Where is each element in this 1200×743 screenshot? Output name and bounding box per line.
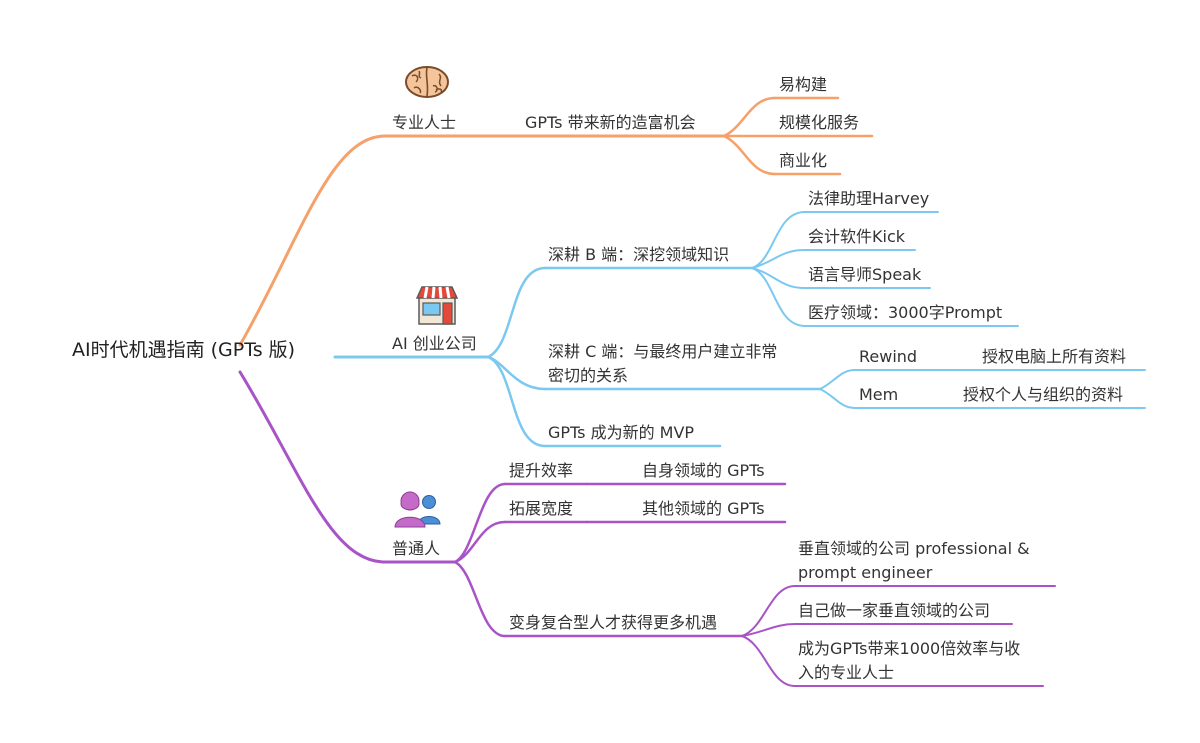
topic-own-company[interactable]: 自己做一家垂直领域的公司 [798,601,991,620]
topic-c-side-line1[interactable]: 深耕 C 端：与最终用户建立非常 [548,342,778,361]
topic-c-side-line2[interactable]: 密切的关系 [548,366,629,385]
topic-breadth-detail[interactable]: 其他领域的 GPTs [642,499,765,518]
topic-medical-prompt[interactable]: 医疗领域：3000字Prompt [808,303,1003,322]
topic-harvey[interactable]: 法律助理Harvey [808,189,930,208]
connector-to-yigoujian [722,96,777,138]
connector-to-speak [751,267,806,289]
connector-to-mvp [486,355,547,448]
connector-root-to-people [238,370,387,564]
topic-kick[interactable]: 会计软件Kick [808,227,906,246]
connector-to-opt2 [741,623,796,637]
storefront-icon [415,286,459,325]
topic-compound-talent[interactable]: 变身复合型人才获得更多机遇 [509,613,718,632]
topic-rewind[interactable]: Rewind [859,347,918,366]
topic-scale-service[interactable]: 规模化服务 [779,113,860,132]
branch-people-lines [238,370,1056,687]
branch-professionals-lines [238,96,874,347]
topic-mvp[interactable]: GPTs 成为新的 MVP [548,423,695,442]
topic-vertical-company-line2[interactable]: prompt engineer [798,563,933,582]
topic-speak[interactable]: 语言导师Speak [808,265,922,284]
topic-commercialize[interactable]: 商业化 [779,151,828,170]
connector-to-rewind [819,369,856,390]
topic-professionals[interactable]: 专业人士 [392,113,457,132]
people-icon [394,491,441,528]
topic-b-side[interactable]: 深耕 B 端：深挖领域知识 [548,245,730,264]
connector-to-mem [819,388,856,409]
connector-to-b-side [486,266,547,359]
connector-to-efficiency [453,482,507,564]
topic-1000x-line1[interactable]: 成为GPTs带来1000倍效率与收 [798,639,1021,658]
topic-efficiency-detail[interactable]: 自身领域的 GPTs [642,461,765,480]
connector-to-shangyehua [722,134,777,176]
brain-icon [405,66,449,98]
topic-mem-detail[interactable]: 授权个人与组织的资料 [963,385,1124,404]
connector-to-harvey [751,211,806,269]
topic-gpts-wealth[interactable]: GPTs 带来新的造富机会 [525,113,696,132]
root-topic[interactable]: AI时代机遇指南 (GPTs 版) [72,339,296,361]
topic-breadth[interactable]: 拓展宽度 [509,499,574,518]
branch-startup-lines [333,211,1146,448]
connector-to-c-side [486,355,547,391]
connector-to-kick [751,249,806,269]
connector-to-breadth [453,520,507,564]
connector-root-to-pro [238,134,387,347]
topic-ai-startup[interactable]: AI 创业公司 [392,334,477,353]
connector-to-medical [751,267,806,327]
connector-to-opt3 [741,635,796,687]
topic-mem[interactable]: Mem [859,385,899,404]
topic-1000x-line2[interactable]: 入的专业人士 [798,663,895,682]
connector-to-compound [453,560,507,638]
topic-efficiency[interactable]: 提升效率 [509,461,574,480]
topic-rewind-detail[interactable]: 授权电脑上所有资料 [982,347,1127,366]
topic-ordinary-people[interactable]: 普通人 [392,539,441,558]
topic-vertical-company-line1[interactable]: 垂直领域的公司 professional & [798,539,1030,558]
connector-to-opt1 [741,585,796,637]
topic-easy-build[interactable]: 易构建 [779,75,828,94]
